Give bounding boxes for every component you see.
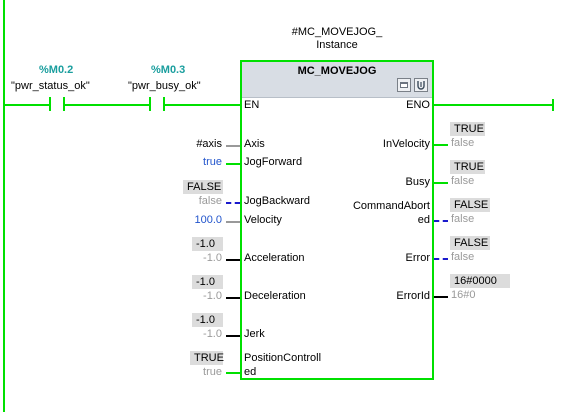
instance-name-line1: #MC_MOVEJOG_ xyxy=(291,26,383,38)
pin-jogforward[interactable]: JogForward xyxy=(244,156,303,168)
pin-positioncontrolled-line1: PositionControll xyxy=(244,352,322,364)
block-config-icon[interactable] xyxy=(414,78,428,92)
pin-acceleration[interactable]: Acceleration xyxy=(244,252,305,264)
contact-2-address[interactable]: %M0.3 xyxy=(151,64,186,76)
function-block[interactable]: MC_MOVEJOG xyxy=(240,60,434,380)
jerk-monitor: -1.0 xyxy=(192,313,223,327)
error-monitor: FALSE xyxy=(450,236,490,250)
rung-wire-2 xyxy=(65,104,149,106)
invelocity-param[interactable]: false xyxy=(451,137,475,149)
positioncontrolled-param[interactable]: true xyxy=(203,366,222,378)
pin-invelocity[interactable]: InVelocity xyxy=(382,138,430,150)
wire-positioncontrolled xyxy=(226,372,240,374)
busy-param[interactable]: false xyxy=(451,175,475,187)
axis-param[interactable]: #axis xyxy=(196,138,222,150)
wire-deceleration xyxy=(226,297,240,299)
wire-acceleration xyxy=(226,259,240,261)
errorid-param[interactable]: 16#0 xyxy=(451,289,476,301)
wire-busy xyxy=(434,182,448,184)
eno-end-tick xyxy=(552,99,554,111)
block-title: MC_MOVEJOG xyxy=(297,65,377,77)
pin-commandaborted-line1: CommandAbort xyxy=(352,200,430,212)
instance-name-line2: Instance xyxy=(316,39,358,51)
commandaborted-param[interactable]: false xyxy=(451,213,475,225)
wire-commandaborted xyxy=(434,220,448,222)
commandaborted-monitor: FALSE xyxy=(450,198,490,212)
pin-jogbackward[interactable]: JogBackward xyxy=(244,195,311,207)
contact-1-left-plate[interactable] xyxy=(49,97,51,111)
wire-axis xyxy=(226,145,240,147)
pin-positioncontrolled[interactable]: PositionControll ed xyxy=(244,351,321,379)
velocity-param[interactable]: 100.0 xyxy=(194,214,222,226)
pin-deceleration[interactable]: Deceleration xyxy=(244,290,306,302)
deceleration-monitor: -1.0 xyxy=(192,275,223,289)
contact-2-name[interactable]: "pwr_busy_ok" xyxy=(128,80,201,92)
instance-name[interactable]: #MC_MOVEJOG_ Instance xyxy=(240,26,434,52)
contact-2-left-plate[interactable] xyxy=(149,97,151,111)
errorid-monitor: 16#0000 xyxy=(450,274,510,288)
invelocity-monitor: TRUE xyxy=(450,122,485,136)
rung-wire-3 xyxy=(165,104,242,106)
pin-busy[interactable]: Busy xyxy=(405,176,430,188)
wire-jogbackward xyxy=(226,202,240,204)
contact-1-right-plate[interactable] xyxy=(63,97,65,111)
wire-velocity xyxy=(226,221,240,223)
pin-axis[interactable]: Axis xyxy=(244,138,265,150)
wire-error xyxy=(434,258,448,260)
pin-jerk[interactable]: Jerk xyxy=(244,328,265,340)
pin-commandaborted-line2: ed xyxy=(417,214,430,226)
wire-invelocity xyxy=(434,144,448,146)
pin-velocity[interactable]: Velocity xyxy=(244,214,282,226)
block-info-icon[interactable] xyxy=(397,78,411,92)
jogbackward-param[interactable]: false xyxy=(198,195,222,207)
pin-error[interactable]: Error xyxy=(405,252,430,264)
contact-1-name[interactable]: "pwr_status_ok" xyxy=(11,80,90,92)
acceleration-monitor: -1.0 xyxy=(192,237,223,251)
pin-commandaborted[interactable]: CommandAbort ed xyxy=(320,199,430,227)
wire-jerk xyxy=(226,335,240,337)
pin-en[interactable]: EN xyxy=(244,99,260,111)
jogbackward-monitor: FALSE xyxy=(183,180,223,194)
busy-monitor: TRUE xyxy=(450,160,485,174)
acceleration-param[interactable]: -1.0 xyxy=(203,252,222,264)
pin-positioncontrolled-line2: ed xyxy=(244,366,257,378)
block-header: MC_MOVEJOG xyxy=(242,62,432,98)
jerk-param[interactable]: -1.0 xyxy=(203,328,222,340)
rung-wire-1 xyxy=(5,104,49,106)
deceleration-param[interactable]: -1.0 xyxy=(203,290,222,302)
power-rail xyxy=(3,0,5,412)
wire-jogforward xyxy=(226,163,240,165)
contact-1-address[interactable]: %M0.2 xyxy=(39,64,74,76)
pin-eno[interactable]: ENO xyxy=(406,99,430,111)
positioncontrolled-monitor: TRUE xyxy=(190,351,224,365)
contact-2-right-plate[interactable] xyxy=(163,97,165,111)
jogforward-param[interactable]: true xyxy=(203,156,222,168)
wire-eno xyxy=(434,104,554,106)
error-param[interactable]: false xyxy=(451,251,475,263)
wire-errorid xyxy=(434,296,448,298)
pin-errorid[interactable]: ErrorId xyxy=(396,290,430,302)
